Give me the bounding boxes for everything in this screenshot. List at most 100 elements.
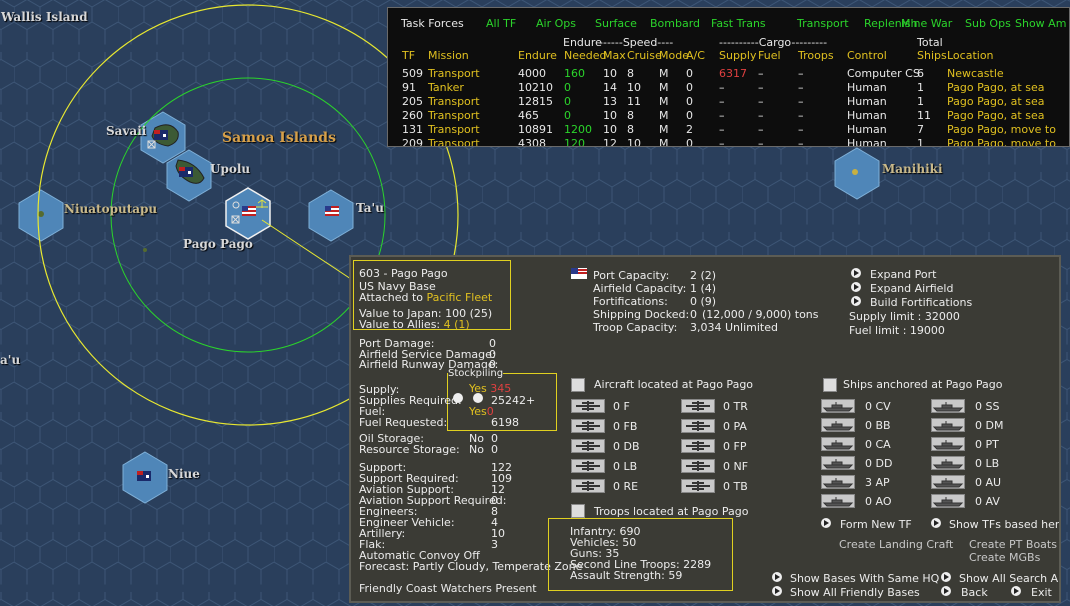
form-new-tf-button[interactable]: Form New TF bbox=[840, 518, 912, 531]
ship-icon[interactable] bbox=[931, 494, 965, 508]
tf-column-header[interactable]: A/C bbox=[686, 49, 705, 62]
airfield-capacity-label: Airfield Capacity: bbox=[593, 282, 687, 295]
form-tf-arrow-icon[interactable] bbox=[821, 518, 831, 528]
tf-row-cell[interactable]: 260 bbox=[402, 109, 423, 122]
expand-airfield-arrow-icon[interactable] bbox=[851, 282, 861, 292]
expand-port-button[interactable]: Expand Port bbox=[870, 268, 937, 281]
tf-column-header[interactable]: Cruise bbox=[627, 49, 662, 62]
ship-icon[interactable] bbox=[821, 456, 855, 470]
base-type: US Navy Base bbox=[359, 280, 436, 293]
tf-row-cell[interactable]: Pago Pago, at sea bbox=[947, 81, 1045, 94]
plane-icon[interactable] bbox=[681, 399, 715, 413]
tf-row-cell[interactable]: Pago Pago, move to bbox=[947, 137, 1056, 147]
create-landing-craft-button[interactable]: Create Landing Craft bbox=[839, 538, 954, 551]
expand-airfield-button[interactable]: Expand Airfield bbox=[870, 282, 954, 295]
tf-filter-tab[interactable]: Surface bbox=[595, 17, 637, 30]
supply-stockpile-toggle[interactable]: Yes 345 bbox=[469, 382, 511, 395]
back-button[interactable]: Back bbox=[961, 586, 988, 599]
show-same-hq-arrow-icon[interactable] bbox=[772, 572, 782, 582]
plane-icon[interactable] bbox=[681, 439, 715, 453]
expand-port-arrow-icon[interactable] bbox=[851, 268, 861, 278]
tf-column-header[interactable]: Max bbox=[603, 49, 626, 62]
show-tfs-arrow-icon[interactable] bbox=[931, 518, 941, 528]
tf-row-cell[interactable]: Transport bbox=[428, 67, 480, 80]
plane-icon[interactable] bbox=[571, 459, 605, 473]
tf-column-header[interactable]: Needed bbox=[564, 49, 607, 62]
tf-column-header[interactable]: TF bbox=[402, 49, 416, 62]
tf-column-header[interactable]: Mission bbox=[428, 49, 469, 62]
plane-icon[interactable] bbox=[681, 479, 715, 493]
back-arrow-icon[interactable] bbox=[941, 586, 951, 596]
tf-row-cell[interactable]: Transport bbox=[428, 137, 480, 147]
oil-storage-toggle[interactable]: No bbox=[469, 432, 484, 445]
tf-row-cell[interactable]: Transport bbox=[428, 123, 480, 136]
attached-hq-link[interactable]: Pacific Fleet bbox=[426, 291, 493, 304]
show-bases-same-hq-button[interactable]: Show Bases With Same HQ bbox=[790, 572, 940, 585]
tf-column-header[interactable]: Location bbox=[947, 49, 994, 62]
tf-column-header[interactable]: Control bbox=[847, 49, 887, 62]
tf-column-header[interactable]: Fuel bbox=[758, 49, 781, 62]
show-friendly-arrow-icon[interactable] bbox=[772, 586, 782, 596]
show-tfs-based-here-button[interactable]: Show TFs based here bbox=[949, 518, 1061, 531]
automatic-convoy-toggle[interactable]: Automatic Convoy Off bbox=[359, 549, 480, 562]
tf-row-cell: M bbox=[659, 81, 669, 94]
ship-icon[interactable] bbox=[931, 475, 965, 489]
tf-row-cell[interactable]: Transport bbox=[428, 95, 480, 108]
tf-row-cell[interactable]: Newcastle bbox=[947, 67, 1004, 80]
build-fortifications-button[interactable]: Build Fortifications bbox=[870, 296, 973, 309]
tf-filter-tab[interactable]: Sub Ops bbox=[965, 17, 1011, 30]
tf-column-header[interactable]: Mode bbox=[659, 49, 689, 62]
tf-row-cell[interactable]: 131 bbox=[402, 123, 423, 136]
ship-icon[interactable] bbox=[821, 418, 855, 432]
exit-arrow-icon[interactable] bbox=[1011, 586, 1021, 596]
tf-row-cell[interactable]: 91 bbox=[402, 81, 416, 94]
tf-filter-tab[interactable]: Fast Trans bbox=[711, 17, 766, 30]
tf-row-cell[interactable]: Pago Pago, at sea bbox=[947, 109, 1045, 122]
plane-icon[interactable] bbox=[681, 419, 715, 433]
plane-icon[interactable] bbox=[681, 459, 715, 473]
plane-icon[interactable] bbox=[571, 439, 605, 453]
ship-icon[interactable] bbox=[821, 437, 855, 451]
fuel-stockpile-toggle[interactable]: Yes0 bbox=[469, 405, 494, 418]
create-pt-boats-button[interactable]: Create PT Boats bbox=[969, 538, 1057, 551]
tf-filter-tab[interactable]: All TF bbox=[486, 17, 517, 30]
plane-icon[interactable] bbox=[571, 419, 605, 433]
tf-row-cell[interactable]: Pago Pago, move to bbox=[947, 123, 1056, 136]
tf-filter-tab[interactable]: Show Am bbox=[1015, 17, 1067, 30]
tf-filter-tab[interactable]: Transport bbox=[797, 17, 849, 30]
aviation-support-label: Aviation Support: bbox=[359, 483, 454, 496]
tf-filter-tab[interactable]: Bombard bbox=[650, 17, 701, 30]
tf-row-cell[interactable]: 209 bbox=[402, 137, 423, 147]
ship-icon[interactable] bbox=[821, 399, 855, 413]
tf-column-header[interactable]: Supply bbox=[719, 49, 757, 62]
increase-arrow-icon[interactable] bbox=[473, 393, 483, 403]
create-mgbs-button[interactable]: Create MGBs bbox=[969, 551, 1041, 564]
decrease-arrow-icon[interactable] bbox=[453, 393, 463, 403]
tf-row-cell[interactable]: Transport bbox=[428, 109, 480, 122]
tf-filter-tab[interactable]: Air Ops bbox=[536, 17, 576, 30]
plane-icon[interactable] bbox=[571, 399, 605, 413]
tf-filter-tab[interactable]: Replenish bbox=[864, 17, 918, 30]
tf-filter-tab[interactable]: Mine War bbox=[901, 17, 953, 30]
tf-row-cell[interactable]: Pago Pago, at sea bbox=[947, 95, 1045, 108]
exit-button[interactable]: Exit bbox=[1031, 586, 1052, 599]
ship-icon[interactable] bbox=[931, 456, 965, 470]
show-all-search-arcs-button[interactable]: Show All Search Arcs bbox=[959, 572, 1059, 585]
shipping-docked-label: Shipping Docked: bbox=[593, 308, 690, 321]
resource-storage-toggle[interactable]: No bbox=[469, 443, 484, 456]
tf-column-header[interactable]: Troops bbox=[798, 49, 834, 62]
build-fortifications-arrow-icon[interactable] bbox=[851, 296, 861, 306]
tf-column-header[interactable]: Endure bbox=[518, 49, 557, 62]
ship-icon[interactable] bbox=[931, 399, 965, 413]
tf-column-header[interactable]: Ships bbox=[917, 49, 947, 62]
plane-icon[interactable] bbox=[571, 479, 605, 493]
tf-row-cell[interactable]: 205 bbox=[402, 95, 423, 108]
tf-row-cell[interactable]: 509 bbox=[402, 67, 423, 80]
tf-row-cell[interactable]: Tanker bbox=[428, 81, 464, 94]
show-search-arcs-arrow-icon[interactable] bbox=[941, 572, 951, 582]
ship-icon[interactable] bbox=[931, 437, 965, 451]
ship-icon[interactable] bbox=[821, 494, 855, 508]
ship-icon[interactable] bbox=[931, 418, 965, 432]
show-all-friendly-bases-button[interactable]: Show All Friendly Bases bbox=[790, 586, 920, 599]
ship-icon[interactable] bbox=[821, 475, 855, 489]
